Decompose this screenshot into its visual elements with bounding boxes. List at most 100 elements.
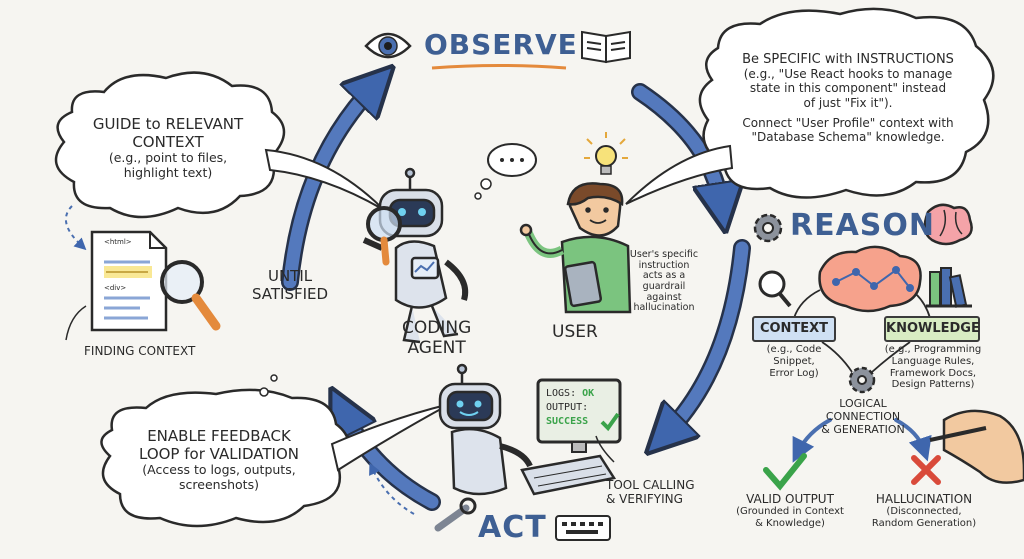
- feedback-cloud-text: ENABLE FEEDBACK LOOP for VALIDATION (Acc…: [112, 427, 326, 493]
- halluc-desc-line-1: (Disconnected,: [886, 506, 962, 518]
- feedback-cloud: [100, 388, 350, 528]
- eye-icon: [364, 32, 412, 59]
- context-desc: (e.g., Code Snippet, Error Log): [756, 344, 832, 379]
- split-arrows: [792, 418, 932, 463]
- loop-label: UNTIL SATISFIED: [252, 267, 329, 303]
- guide-line-4: highlight text): [123, 165, 213, 181]
- tool-calling-line-1: TOOL CALLING: [606, 478, 695, 492]
- coding-agent-robot: [362, 167, 469, 344]
- brain-icon: [923, 203, 973, 246]
- feedback-line-1: ENABLE FEEDBACK: [147, 427, 291, 445]
- context-desc-line-1: (e.g., Code: [766, 344, 822, 355]
- observe-underline: [431, 64, 567, 70]
- monitor-logs-value: OK: [582, 388, 595, 399]
- logic-line-3: & GENERATION: [821, 422, 905, 436]
- monitor-output-value: SUCCESS: [546, 416, 589, 427]
- guide-line-1: GUIDE to RELEVANT: [92, 115, 244, 133]
- user-label: USER: [552, 322, 598, 342]
- user-figure: [519, 182, 632, 314]
- open-book-icon: [581, 30, 631, 64]
- gear-icon: [753, 213, 783, 243]
- coding-agent-line-2: AGENT: [407, 338, 466, 359]
- specific-line-5: Connect "User Profile" context with: [742, 115, 954, 130]
- halluc-title: HALLUCINATION: [875, 492, 973, 506]
- guardrail-note: User's specific instruction acts as a gu…: [628, 249, 700, 314]
- reason-gear-icon: [848, 366, 876, 394]
- feedback-line-2: LOOP for VALIDATION: [139, 444, 299, 463]
- tool-calling-label: TOOL CALLING & VERIFYING: [606, 478, 695, 506]
- tool-calling-pointer: [595, 435, 615, 463]
- knowledge-desc: (e.g., Programming Language Rules, Frame…: [876, 344, 990, 391]
- robot-magnifier-icon: [366, 206, 402, 266]
- context-desc-line-2: Snippet,: [773, 355, 815, 367]
- code-document-icon: [90, 230, 168, 332]
- reason-connectors: [793, 289, 931, 373]
- reason-title: REASON: [790, 208, 936, 243]
- check-icon: [600, 412, 620, 432]
- specific-line-1: Be SPECIFIC with INSTRUCTIONS: [742, 52, 954, 67]
- hand-with-pen-icon: [929, 409, 1024, 484]
- monitor-icon: [536, 378, 622, 453]
- books-icon: [926, 267, 972, 308]
- thought-bubble: [474, 143, 537, 200]
- dashed-arrow-to-doc: [64, 205, 87, 251]
- guide-line-3: (e.g., point to files,: [108, 150, 228, 166]
- monitor-logs: LOGS: OK: [546, 388, 594, 400]
- dashed-arrow-to-finding: [65, 305, 87, 341]
- feedback-line-4: screenshots): [179, 477, 259, 493]
- valid-desc-line-2: & Knowledge): [755, 517, 825, 529]
- feedback-line-3: (Access to logs, outputs,: [142, 462, 296, 478]
- specific-cloud: [698, 7, 995, 199]
- act-robot: [438, 363, 533, 496]
- guide-cloud-text: GUIDE to RELEVANT CONTEXT (e.g., point t…: [74, 115, 262, 181]
- logic-label: LOGICAL CONNECTION & GENERATION: [808, 397, 918, 437]
- specific-line-3: state in this component" instead: [749, 81, 947, 96]
- context-box: CONTEXT: [752, 316, 836, 342]
- logic-line-1: LOGICAL: [839, 397, 887, 410]
- dashed-arrow-act: [369, 462, 415, 515]
- context-magnifier-icon: [758, 270, 792, 308]
- guide-cloud: [54, 71, 286, 219]
- guardrail-line-3: acts as a: [642, 270, 686, 282]
- loop-label-line-2: SATISFIED: [252, 284, 329, 303]
- observe-title: OBSERVE: [424, 28, 578, 61]
- specific-line-6: "Database Schema" knowledge.: [751, 129, 945, 144]
- valid-desc-line-1: (Grounded in Context: [736, 506, 844, 518]
- valid-output-label: VALID OUTPUT (Grounded in Context & Know…: [732, 492, 848, 530]
- knowledge-desc-line-2: Language Rules,: [891, 355, 975, 367]
- specific-line-2: (e.g., "Use React hooks to manage: [743, 67, 953, 82]
- guide-line-2: CONTEXT: [132, 132, 204, 151]
- wrench-icon: [434, 497, 477, 532]
- loop-label-line-1: UNTIL: [267, 267, 313, 285]
- doc-tag-html: <html>: [104, 238, 132, 246]
- specific-cloud-text: Be SPECIFIC with INSTRUCTIONS (e.g., "Us…: [722, 52, 974, 144]
- halluc-desc-line-2: Random Generation): [871, 517, 977, 529]
- context-desc-line-3: Error Log): [769, 367, 819, 379]
- hallucination-x-icon: [911, 455, 941, 485]
- tool-calling-line-2: & VERIFYING: [606, 492, 683, 507]
- logic-line-2: CONNECTION: [825, 409, 901, 423]
- valid-title: VALID OUTPUT: [746, 492, 834, 506]
- keyboard-icon: [520, 454, 617, 496]
- specific-line-4: of just "Fix it").: [803, 95, 893, 110]
- large-brain-network-icon: [818, 245, 922, 313]
- doc-tag-div: <div>: [104, 284, 127, 292]
- knowledge-desc-line-1: (e.g., Programming: [884, 344, 982, 355]
- guardrail-line-6: hallucination: [633, 302, 695, 314]
- hallucination-label: HALLUCINATION (Disconnected, Random Gene…: [866, 492, 982, 530]
- coding-agent-label: CODING AGENT: [402, 318, 471, 358]
- valid-check-icon: [763, 453, 807, 491]
- knowledge-box: KNOWLEDGE: [884, 316, 980, 342]
- guardrail-line-4: guardrail: [642, 280, 686, 292]
- specific-cloud-tail: [625, 144, 734, 205]
- small-keyboard-icon: [555, 515, 611, 541]
- guardrail-line-5: against: [646, 291, 682, 303]
- act-title: ACT: [478, 510, 547, 545]
- guardrail-line-2: instruction: [638, 259, 690, 271]
- guardrail-line-1: User's specific: [629, 249, 699, 260]
- finding-context-label: FINDING CONTEXT: [84, 344, 196, 358]
- monitor-output-label: OUTPUT:: [546, 402, 589, 413]
- coding-agent-line-1: CODING: [402, 318, 472, 338]
